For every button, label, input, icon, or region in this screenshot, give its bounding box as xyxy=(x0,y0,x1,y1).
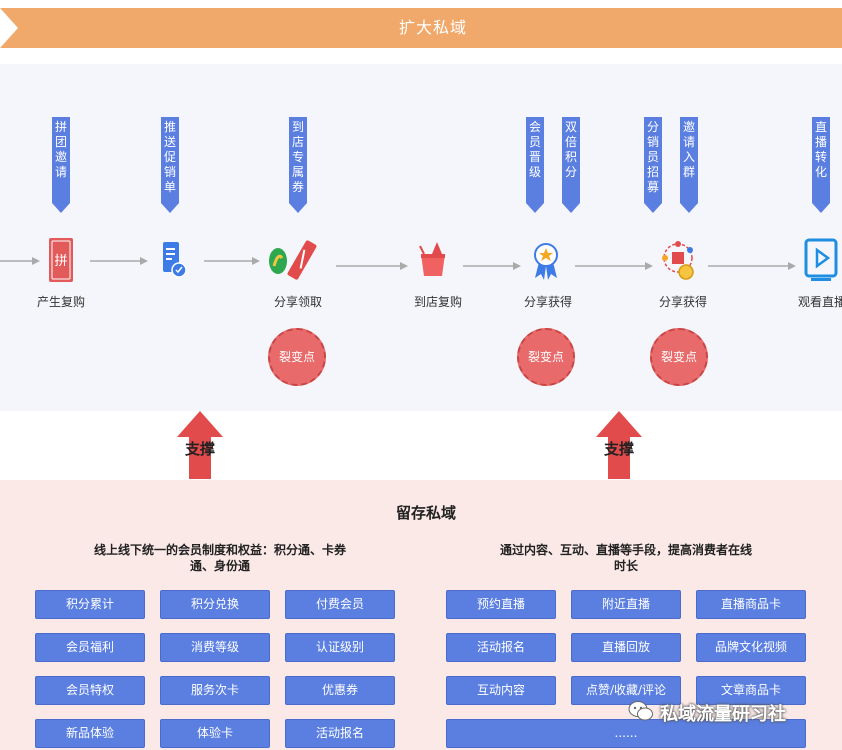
support-label: 支撑 xyxy=(603,440,635,458)
pin-tuan-icon: 拼 xyxy=(49,238,73,282)
tag-promo-push: 推送促销单 xyxy=(161,117,179,213)
left-column-title: 线上线下统一的会员制度和权益：积分通、卡券 通、身份通 xyxy=(60,542,380,574)
content-pill: 活动报名 xyxy=(446,633,556,662)
banner-title: 扩大私域 xyxy=(398,18,467,37)
flow-arrow xyxy=(204,257,260,265)
tag-double-points: 双倍积分 xyxy=(562,117,580,213)
tag-member-upgrade: 会员晋级 xyxy=(526,117,544,213)
flow-arrow xyxy=(90,257,148,265)
right-column-title: 通过内容、互动、直播等手段，提高消费者在线 时长 xyxy=(466,542,786,574)
fission-point: 裂变点 xyxy=(650,328,708,386)
flow-arrow xyxy=(463,262,521,270)
more-pill: ...... xyxy=(446,719,806,748)
node-label-share-gain: 分享获得 xyxy=(658,295,708,309)
node-label-repurchase: 产生复购 xyxy=(36,295,86,309)
tag-label: 推送促销单 xyxy=(163,120,176,194)
coupon-share-icon xyxy=(269,240,317,280)
content-pill: 互动内容 xyxy=(446,676,556,705)
benefit-pill: 体验卡 xyxy=(160,719,270,748)
gift-network-icon xyxy=(662,241,694,280)
node-label-share-gain: 分享获得 xyxy=(523,295,573,309)
tag-label: 直播转化 xyxy=(814,120,827,179)
award-medal-icon xyxy=(534,243,558,280)
tag-store-coupon: 到店专属券 xyxy=(289,117,307,213)
flow-arrow xyxy=(575,262,653,270)
right-title-line1: 通过内容、互动、直播等手段，提高消费者在线 xyxy=(499,543,752,557)
tag-live-convert: 直播转化 xyxy=(812,117,830,213)
support-label: 支撑 xyxy=(184,440,216,458)
benefit-pill: 活动报名 xyxy=(285,719,395,748)
left-title-line1: 线上线下统一的会员制度和权益：积分通、卡券 xyxy=(93,543,346,557)
content-pill: 直播商品卡 xyxy=(696,590,806,619)
tag-group-invite: 拼团邀请 xyxy=(52,117,70,213)
benefit-pill: 付费会员 xyxy=(285,590,395,619)
benefit-pill: 优惠券 xyxy=(285,676,395,705)
benefit-pill: 服务次卡 xyxy=(160,676,270,705)
tag-label: 邀请入群 xyxy=(682,120,695,179)
node-label-share-claim: 分享领取 xyxy=(273,295,323,309)
support-arrow-icon xyxy=(177,411,223,479)
content-pill: 预约直播 xyxy=(446,590,556,619)
content-pill: 文章商品卡 xyxy=(696,676,806,705)
wechat-icon xyxy=(628,701,653,721)
benefit-pill: 认证级别 xyxy=(285,633,395,662)
watermark-text: 私域流量研习社 xyxy=(660,704,786,725)
content-pill: 品牌文化视频 xyxy=(696,633,806,662)
shopping-basket-icon xyxy=(419,242,445,276)
left-title-line2: 通、身份通 xyxy=(189,559,250,573)
live-play-icon xyxy=(804,238,838,281)
tag-label: 到店专属券 xyxy=(291,120,304,194)
flow-arrow xyxy=(336,262,408,270)
benefit-pill: 新品体验 xyxy=(35,719,145,748)
content-pill: 直播回放 xyxy=(571,633,681,662)
tag-label: 会员晋级 xyxy=(528,120,541,179)
tag-label: 分销员招募 xyxy=(646,120,659,194)
node-label-store-repurchase: 到店复购 xyxy=(413,295,463,309)
benefit-pill: 消费等级 xyxy=(160,633,270,662)
flow-arrow xyxy=(708,262,796,270)
tag-join-group: 邀请入群 xyxy=(680,117,698,213)
flow-arrow xyxy=(0,257,40,265)
tag-distributor-recruit: 分销员招募 xyxy=(644,117,662,213)
tag-label: 双倍积分 xyxy=(564,120,577,179)
fission-point: 裂变点 xyxy=(268,328,326,386)
node-label-watch-live: 观看直播 xyxy=(797,295,842,309)
promo-document-icon xyxy=(163,242,187,278)
fission-point: 裂变点 xyxy=(517,328,575,386)
benefit-pill: 会员福利 xyxy=(35,633,145,662)
tag-label: 拼团邀请 xyxy=(54,120,67,179)
benefit-pill: 会员特权 xyxy=(35,676,145,705)
benefit-pill: 积分累计 xyxy=(35,590,145,619)
benefit-pill: 积分兑换 xyxy=(160,590,270,619)
svg-text:拼: 拼 xyxy=(54,254,67,269)
retain-title: 留存私域 xyxy=(395,504,456,522)
right-title-line2: 时长 xyxy=(613,559,638,573)
banner-shape xyxy=(0,8,842,48)
content-pill: 附近直播 xyxy=(571,590,681,619)
support-arrow-icon xyxy=(596,411,642,479)
content-pill: 点赞/收藏/评论 xyxy=(571,676,681,705)
